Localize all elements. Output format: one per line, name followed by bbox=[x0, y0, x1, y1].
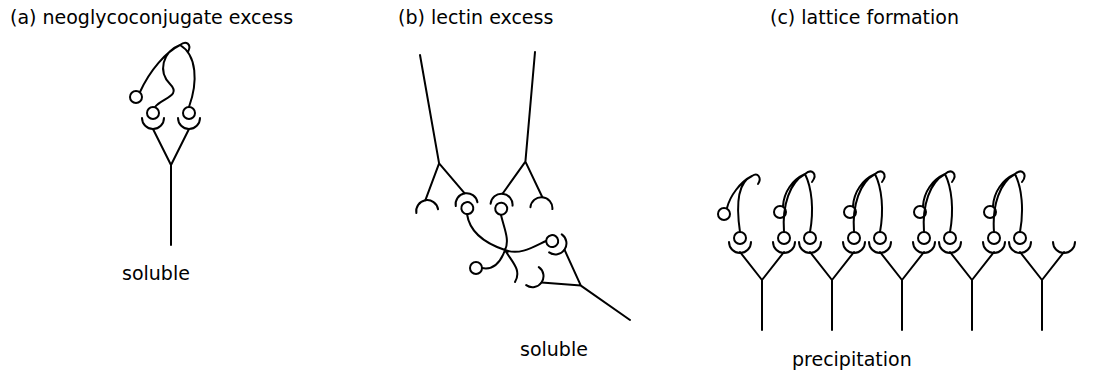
glycoconjugate-strand bbox=[140, 43, 195, 107]
sugar-residue bbox=[147, 107, 159, 119]
sugar-residue bbox=[460, 201, 474, 215]
lectin-row bbox=[729, 242, 1075, 330]
complex-soluble-a bbox=[130, 43, 200, 245]
lectin-symbol bbox=[526, 234, 648, 345]
glycoconjugate-strand bbox=[727, 175, 760, 232]
caption-label: (a) neoglycoconjugate excess bbox=[10, 6, 296, 29]
lectin-symbol bbox=[389, 50, 477, 213]
lattice-precipitate bbox=[718, 172, 1075, 330]
caption-label: precipitation bbox=[792, 348, 912, 371]
lectin-symbol bbox=[153, 129, 189, 245]
glycoconjugate-strand bbox=[853, 172, 884, 232]
sugar-residue bbox=[183, 107, 195, 119]
sugar-residues bbox=[718, 206, 1026, 244]
caption-label: soluble bbox=[520, 338, 588, 361]
glycoconjugate-strand bbox=[783, 172, 814, 232]
caption-label: (c) lattice formation bbox=[770, 6, 959, 29]
sugar-residue bbox=[470, 262, 482, 274]
glycoconjugate-strand bbox=[467, 214, 546, 282]
glycoconjugate-strand bbox=[923, 172, 954, 232]
sugar-residue bbox=[495, 202, 508, 215]
glycoconjugate-strand bbox=[993, 172, 1024, 232]
caption-label: soluble bbox=[122, 262, 190, 285]
caption-label: (b) lectin excess bbox=[398, 6, 553, 29]
binding-site bbox=[142, 118, 200, 129]
lectin-symbol bbox=[491, 49, 566, 209]
complex-soluble-b bbox=[389, 49, 647, 345]
